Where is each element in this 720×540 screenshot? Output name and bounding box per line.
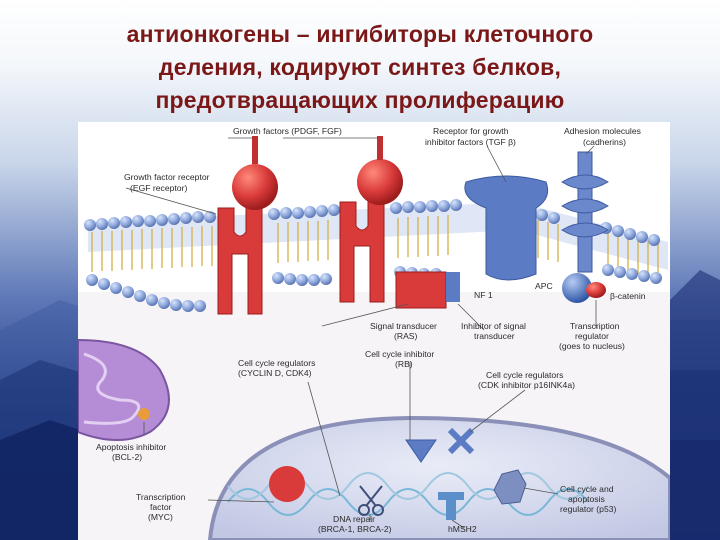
label-inhib-receptor-2: inhibitor factors (TGF β) (425, 137, 516, 147)
label-hmsh2: hMSH2 (448, 524, 477, 534)
label-inhib-signal-2: transducer (474, 331, 515, 341)
cell-signaling-figure: Growth factors (PDGF, FGF) Growth factor… (78, 122, 670, 540)
label-beta-catenin: β-catenin (610, 291, 646, 301)
label-adhesion-1: Adhesion molecules (564, 126, 641, 136)
label-signal-transducer-2: (RAS) (394, 331, 418, 341)
label-transcription-reg-1: Transcription (570, 321, 620, 331)
label-apoptosis-inhib-1: Apoptosis inhibitor (96, 442, 166, 452)
label-gf-receptor-1: Growth factor receptor (124, 172, 210, 182)
growth-factor-right (357, 159, 403, 205)
label-ccr-right-1: Cell cycle regulators (486, 370, 563, 380)
growth-factor-stem-left (252, 136, 258, 164)
dna-repair-scissors-icon (358, 485, 384, 516)
ras-transducer (395, 271, 447, 309)
growth-factor-left (232, 164, 278, 210)
label-transcription-factor-2: factor (150, 502, 172, 512)
label-inhib-receptor-1: Receptor for growth (433, 126, 509, 136)
beta-catenin-protein (586, 282, 606, 298)
label-ccr-right-2: (CDK inhibitor p16INK4a) (478, 380, 575, 390)
growth-factor-receptor-left (217, 207, 263, 315)
tgf-beta-receptor (464, 175, 549, 281)
label-dna-repair-1: DNA repair (333, 514, 375, 524)
label-apoptosis-inhib-2: (BCL-2) (112, 452, 142, 462)
growth-factor-receptor-right (339, 201, 385, 303)
label-transcription-reg-3: (goes to nucleus) (559, 341, 625, 351)
label-cell-cycle-inhib-2: (RB) (395, 359, 413, 369)
cadherin-adhesion-molecule (561, 151, 609, 273)
p16-inhibitor (447, 427, 475, 455)
label-transcription-factor-3: (MYC) (148, 512, 173, 522)
label-p53-3: regulator (p53) (560, 504, 617, 514)
title-line-2: деления, кодируют синтез белков, (158, 54, 562, 80)
label-nf1: NF 1 (474, 290, 493, 300)
label-inhib-signal-1: Inhibitor of signal (461, 321, 526, 331)
label-transcription-reg-2: regulator (575, 331, 609, 341)
rb-inhibitor (405, 439, 437, 463)
label-p53-2: apoptosis (568, 494, 605, 504)
label-signal-transducer-1: Signal transducer (370, 321, 437, 331)
slide-title: антионкогены – ингибиторы клеточного дел… (0, 18, 720, 117)
mitochondrion (78, 338, 170, 441)
title-line-3: предотвращающих пролиферацию (155, 87, 565, 113)
label-dna-repair-2: (BRCA-1, BRCA-2) (318, 524, 392, 534)
label-transcription-factor-1: Transcription (136, 492, 186, 502)
label-ccr-left-1: Cell cycle regulators (238, 358, 315, 368)
growth-factor-stem-right (377, 136, 383, 160)
label-apc: APC (535, 281, 553, 291)
label-cell-cycle-inhib-1: Cell cycle inhibitor (365, 349, 434, 359)
myc-factor (269, 466, 305, 502)
bcl2-marker (138, 408, 150, 420)
label-p53-1: Cell cycle and (560, 484, 614, 494)
label-adhesion-2: (cadherins) (583, 137, 626, 147)
label-gf-receptor-2: (EGF receptor) (130, 183, 187, 193)
label-ccr-left-2: (CYCLIN D, CDK4) (238, 368, 312, 378)
hmsh2-protein (438, 492, 464, 520)
title-line-1: антионкогены – ингибиторы клеточного (126, 21, 594, 47)
apc-protein (562, 273, 592, 303)
label-growth-factors: Growth factors (PDGF, FGF) (233, 126, 342, 136)
leader-lines (125, 137, 597, 529)
p53-protein (493, 469, 527, 505)
nf1-protein (446, 272, 460, 302)
